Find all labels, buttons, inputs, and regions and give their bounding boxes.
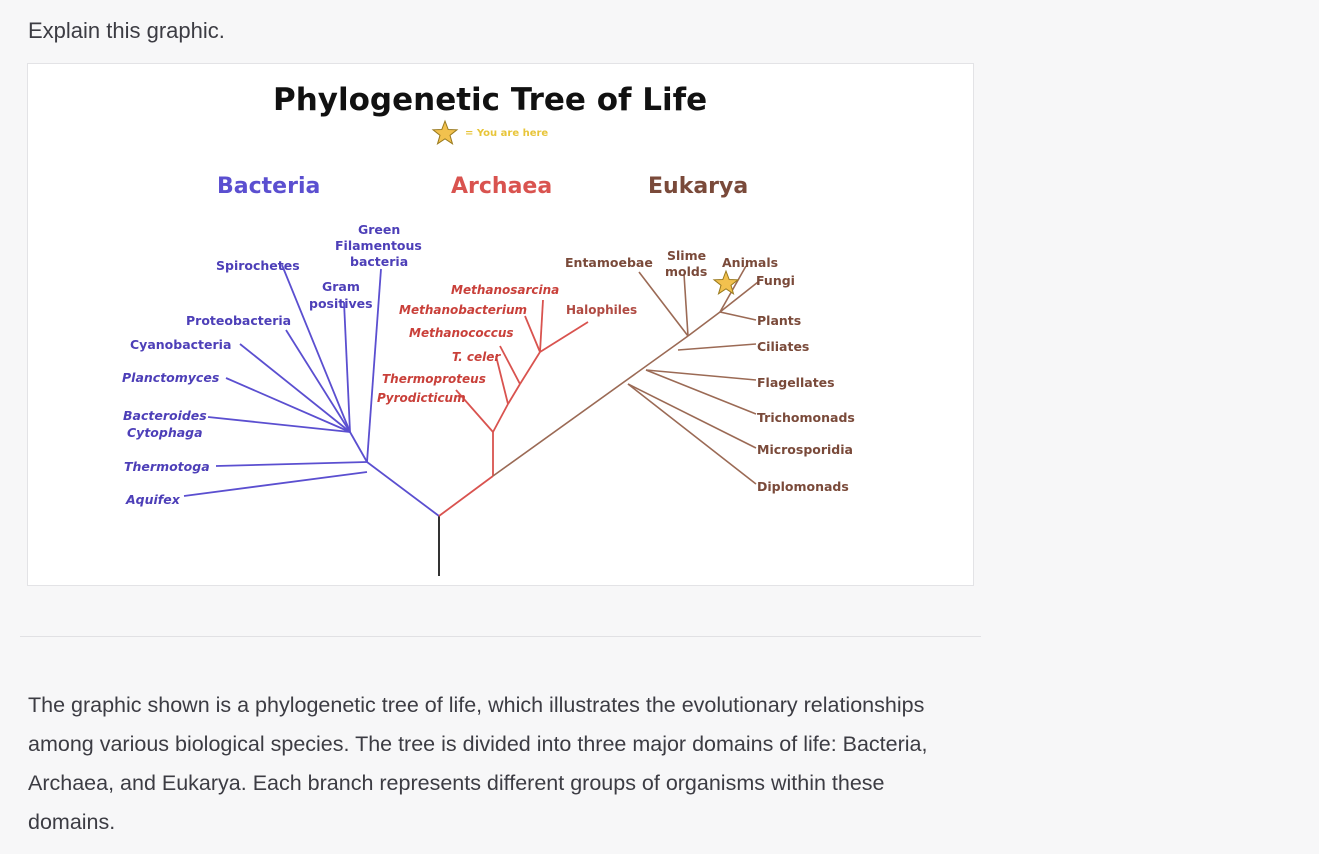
label-planctomyces: Planctomyces: [122, 370, 219, 385]
label-methanosarcina: Methanosarcina: [451, 283, 559, 297]
label-thermotoga: Thermotoga: [124, 459, 210, 474]
label-microsporidia: Microsporidia: [757, 442, 853, 457]
eukarya-branches: [492, 265, 759, 485]
label-cyanobacteria: Cyanobacteria: [130, 337, 231, 352]
label-aquifex: Aquifex: [125, 492, 181, 507]
label-thermoproteus: Thermoproteus: [382, 372, 486, 386]
bacteria-branches: [183, 264, 440, 517]
label-methanococcus: Methanococcus: [409, 326, 514, 340]
label-slime-molds-1: Slime: [667, 248, 706, 263]
label-flagellates: Flagellates: [757, 375, 835, 390]
tree-of-life-image: Phylogenetic Tree of Life = You are here…: [27, 63, 974, 586]
label-ciliates: Ciliates: [757, 339, 809, 354]
assistant-response: The graphic shown is a phylogenetic tree…: [28, 693, 928, 834]
archaea-branches: [438, 299, 589, 517]
label-pyrodicticum: Pyrodicticum: [377, 391, 466, 405]
you-are-here-star-icon: [431, 119, 459, 145]
label-diplomonads: Diplomonads: [757, 479, 849, 494]
message-divider: [20, 636, 981, 637]
label-halophiles: Halophiles: [566, 303, 637, 317]
label-spirochetes: Spirochetes: [216, 258, 300, 273]
label-cytophaga: Cytophaga: [127, 425, 203, 440]
label-slime-molds-2: molds: [665, 264, 707, 279]
label-green-filamentous-1: Green: [358, 222, 400, 237]
label-bacteroides: Bacteroides: [123, 408, 207, 423]
tree-of-life-diagram: Phylogenetic Tree of Life = You are here…: [122, 82, 855, 576]
label-gram-1: Gram: [322, 279, 360, 294]
label-green-filamentous-3: bacteria: [350, 254, 408, 269]
animals-star-icon: [712, 269, 740, 295]
label-t-celer: T. celer: [452, 350, 501, 364]
label-trichomonads: Trichomonads: [757, 410, 855, 425]
legend-label: = You are here: [465, 128, 548, 139]
label-methanobacterium: Methanobacterium: [399, 303, 527, 317]
label-gram-2: positives: [309, 296, 373, 311]
domain-eukarya: Eukarya: [648, 174, 748, 199]
user-prompt: Explain this graphic.: [28, 18, 225, 43]
label-animals: Animals: [722, 255, 778, 270]
diagram-title: Phylogenetic Tree of Life: [273, 82, 707, 118]
label-fungi: Fungi: [756, 273, 795, 288]
label-proteobacteria: Proteobacteria: [186, 313, 291, 328]
label-entamoebae: Entamoebae: [565, 255, 653, 270]
label-plants: Plants: [757, 313, 801, 328]
domain-archaea: Archaea: [451, 174, 552, 199]
domain-bacteria: Bacteria: [217, 174, 320, 199]
label-green-filamentous-2: Filamentous: [335, 238, 422, 253]
